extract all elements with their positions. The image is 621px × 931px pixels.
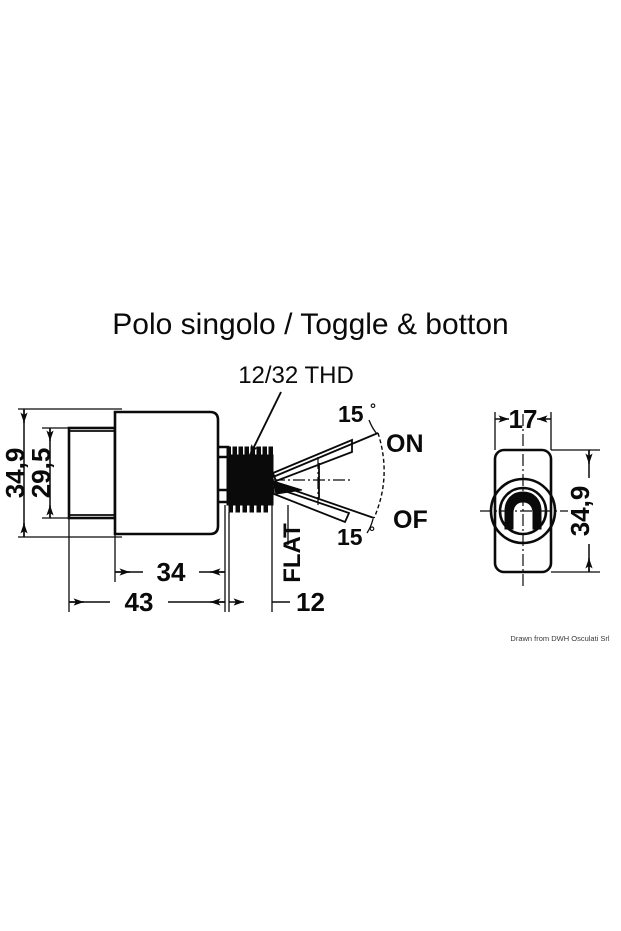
thread-serrations [226, 446, 273, 457]
switch-body-outline [113, 410, 220, 536]
dimension-length-bushing-value: 12 [296, 587, 325, 617]
threaded-bushing-body [226, 454, 274, 506]
state-label-off: OF [393, 506, 428, 534]
angle-on-degree-symbol: ° [370, 401, 376, 418]
angle-on-leader [368, 419, 378, 435]
dimension-length-overall-value: 43 [125, 587, 154, 617]
angle-on-label-group: 15 ° [338, 401, 376, 427]
thread-note-leader [249, 391, 282, 456]
dimension-length-body-value: 34 [157, 557, 186, 587]
toggle-lever-on-position [271, 438, 353, 483]
page-title: Polo singolo / Toggle & botton [112, 308, 508, 341]
side-elevation-view: 15 ° 15 ° ON OF FLAT 34,9 [0, 401, 428, 617]
front-elevation-view: 17 34,9 [480, 404, 602, 588]
dimension-height-body: 29,5 [26, 427, 112, 519]
travel-cone-lower-edge [272, 482, 375, 519]
angle-off-value: 15 [337, 524, 363, 550]
dimension-front-height: 34,9 [551, 449, 602, 573]
state-label-on: ON [386, 430, 424, 458]
dimension-length-body: 34 [114, 505, 226, 587]
dimension-length-overall: 43 [68, 518, 226, 617]
dimension-height-overall: 34,9 [0, 408, 122, 538]
dimension-front-width-value: 17 [509, 404, 538, 434]
dimension-length-bushing: 12 [228, 505, 325, 617]
drawing-credit: Drawn from DWH Osculati Srl [510, 634, 610, 643]
thread-note-label: 12/32 THD [238, 362, 354, 389]
dimension-front-width: 17 [494, 404, 552, 450]
travel-cone-upper-edge [272, 432, 379, 478]
travel-arc [373, 432, 385, 519]
dimension-front-height-value: 34,9 [565, 486, 595, 537]
flat-label: FLAT [279, 523, 306, 583]
angle-on-value: 15 [338, 401, 364, 427]
dimension-height-body-value: 29,5 [26, 448, 56, 499]
dimension-height-overall-value: 34,9 [0, 448, 30, 499]
angle-off-degree-symbol: ° [369, 524, 375, 541]
angle-off-leader [366, 518, 374, 534]
thread-serrations-bottom [228, 504, 268, 513]
angle-off-label-group: 15 ° [337, 524, 375, 550]
toggle-lever-off-position [271, 485, 351, 524]
terminal-block-outline [67, 426, 117, 520]
